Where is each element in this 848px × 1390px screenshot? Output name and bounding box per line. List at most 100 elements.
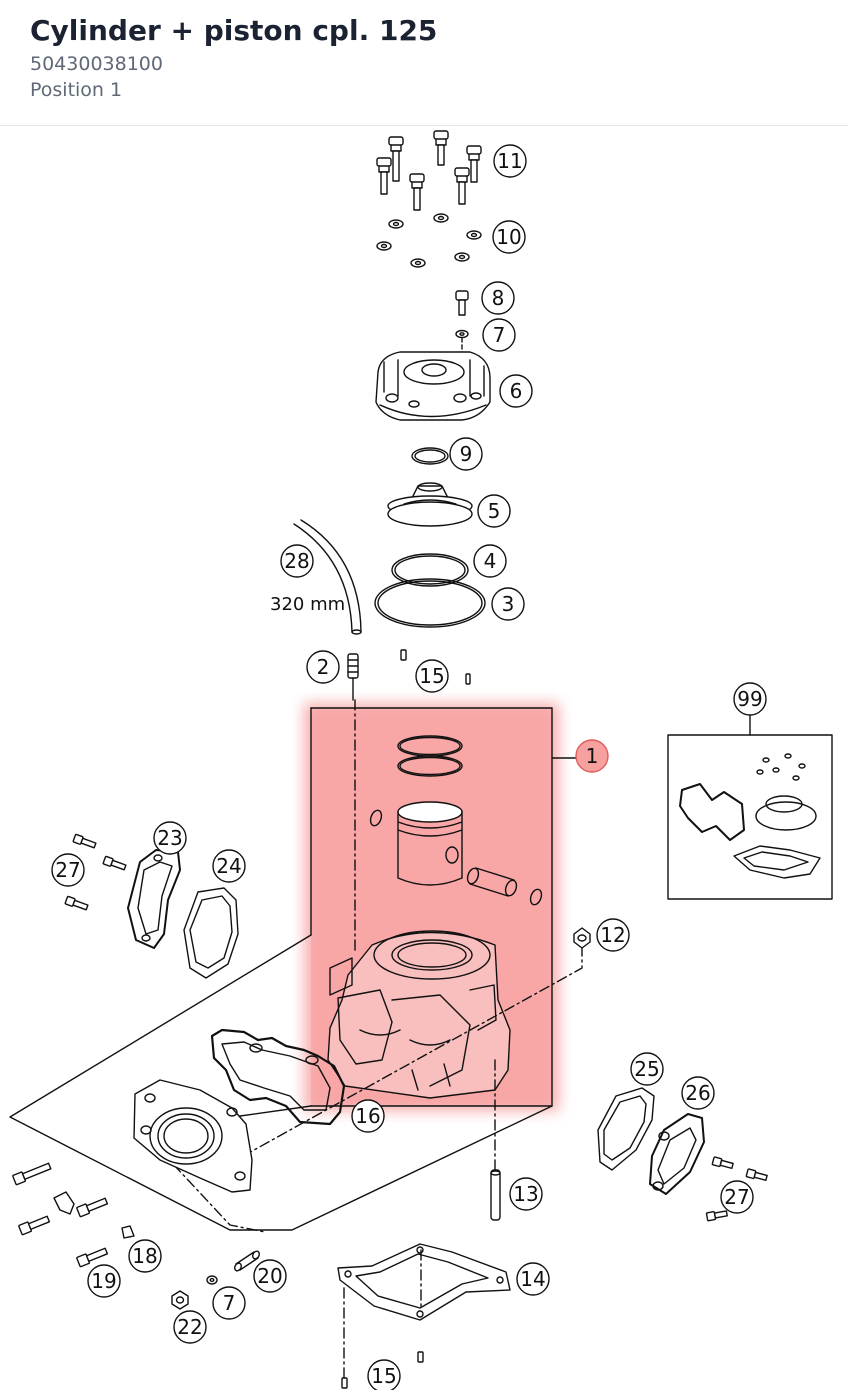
callout-circle: [499, 374, 533, 408]
callout-number: 16: [355, 1104, 380, 1128]
callout-circle: [449, 437, 483, 471]
bolts-lower-left: [12, 1162, 109, 1268]
cover-23: [127, 849, 181, 949]
callout-11[interactable]: 11: [493, 144, 527, 178]
page-header: Cylinder + piston cpl. 125 50430038100 P…: [0, 0, 848, 126]
callout-2[interactable]: 2: [306, 650, 340, 684]
callout-circle: [280, 544, 314, 578]
hose-28: [293, 519, 362, 635]
callout-number: 13: [513, 1182, 538, 1206]
callout-circle: [492, 220, 526, 254]
callout-7a[interactable]: 7: [482, 318, 516, 352]
callout-13[interactable]: 13: [509, 1177, 543, 1211]
assembly-1-frame: [9, 707, 579, 1231]
callout-15b[interactable]: 15: [367, 1359, 401, 1390]
callout-28[interactable]: 28: [280, 544, 314, 578]
callout-circle: [212, 1286, 246, 1320]
callout-18[interactable]: 18: [128, 1239, 162, 1273]
callout-number: 9: [460, 442, 473, 466]
callout-1[interactable]: 1: [575, 739, 609, 773]
combustion-insert-5: [387, 482, 473, 527]
callout-27a[interactable]: 27: [51, 853, 85, 887]
bolts-27-left: [64, 833, 127, 911]
callout-circle: [128, 1239, 162, 1273]
callout-number: 2: [317, 655, 330, 679]
circlip-right: [529, 888, 543, 906]
callout-24[interactable]: 24: [212, 849, 246, 883]
callout-circle: [491, 587, 525, 621]
callout-number: 15: [371, 1364, 396, 1388]
callout-16[interactable]: 16: [351, 1099, 385, 1133]
bolts-27-right: [705, 1156, 768, 1222]
callout-15a[interactable]: 15: [415, 659, 449, 693]
washer-7-bottom: [206, 1275, 218, 1285]
callout-19[interactable]: 19: [87, 1264, 121, 1298]
callout-circle: [596, 918, 630, 952]
nut-12: [573, 927, 591, 949]
callout-number: 28: [284, 549, 309, 573]
callout-circle: [351, 1099, 385, 1133]
callout-number: 7: [493, 323, 506, 347]
callout-27b[interactable]: 27: [720, 1180, 754, 1214]
centre-lines: [159, 699, 583, 1379]
callout-14[interactable]: 14: [516, 1262, 550, 1296]
page-title: Cylinder + piston cpl. 125: [30, 14, 438, 47]
lock-plates-18: [53, 1191, 135, 1239]
callout-number: 26: [685, 1081, 710, 1105]
callout-circle: [51, 853, 85, 887]
callout-20[interactable]: 20: [253, 1259, 287, 1293]
callout-12[interactable]: 12: [596, 918, 630, 952]
callout-number: 24: [216, 854, 241, 878]
exhaust-flange: [133, 1079, 253, 1193]
circlip-left: [369, 809, 383, 827]
callout-22[interactable]: 22: [173, 1310, 207, 1344]
callout-9[interactable]: 9: [449, 437, 483, 471]
callout-circle: [306, 650, 340, 684]
callout-number: 23: [157, 826, 182, 850]
callout-circle: [493, 144, 527, 178]
part-number: 50430038100: [30, 53, 163, 75]
callout-25[interactable]: 25: [630, 1052, 664, 1086]
callout-circle: [87, 1264, 121, 1298]
callout-10[interactable]: 10: [492, 220, 526, 254]
callout-number: 1: [586, 744, 599, 768]
callout-number: 12: [600, 923, 625, 947]
callout-23[interactable]: 23: [153, 821, 187, 855]
callout-3[interactable]: 3: [491, 587, 525, 621]
callout-number: 27: [55, 858, 80, 882]
oring-9: [411, 447, 449, 465]
callout-number: 15: [419, 664, 444, 688]
callout-circle: [153, 821, 187, 855]
callout-6[interactable]: 6: [499, 374, 533, 408]
callout-circle: [481, 281, 515, 315]
callout-8[interactable]: 8: [481, 281, 515, 315]
callout-26[interactable]: 26: [681, 1076, 715, 1110]
callout-number: 19: [91, 1269, 116, 1293]
callout-circle: [575, 739, 609, 773]
callout-circle: [733, 682, 767, 716]
callout-circle: [253, 1259, 287, 1293]
exploded-parts-diagram: 11 10 8 7 6 9 5 4 3 28 2 15 99 1 23 24 27 12 16 25 26 27 13 18 1…: [9, 130, 833, 1390]
dowels-15: [400, 649, 471, 685]
oring-4: [391, 553, 469, 587]
callout-number: 10: [496, 225, 521, 249]
callout-circle: [681, 1076, 715, 1110]
callout-number: 6: [510, 379, 523, 403]
gasket-kit-99: [667, 713, 833, 900]
callout-circle: [415, 659, 449, 693]
callout-circle: [720, 1180, 754, 1214]
callout-circle: [477, 494, 511, 528]
dowels-15-bottom: [341, 1351, 424, 1389]
callout-circle: [630, 1052, 664, 1086]
callout-number: 7: [223, 1291, 236, 1315]
callout-number: 18: [132, 1244, 157, 1268]
hose-length-label: 320 mm: [270, 594, 345, 615]
gasket-25: [597, 1087, 655, 1171]
cover-26: [649, 1113, 705, 1195]
callout-99[interactable]: 99: [733, 682, 767, 716]
callout-7b[interactable]: 7: [212, 1286, 246, 1320]
callout-circle: [367, 1359, 401, 1390]
gasket-14: [337, 1243, 511, 1321]
callout-4[interactable]: 4: [473, 544, 507, 578]
callout-5[interactable]: 5: [477, 494, 511, 528]
